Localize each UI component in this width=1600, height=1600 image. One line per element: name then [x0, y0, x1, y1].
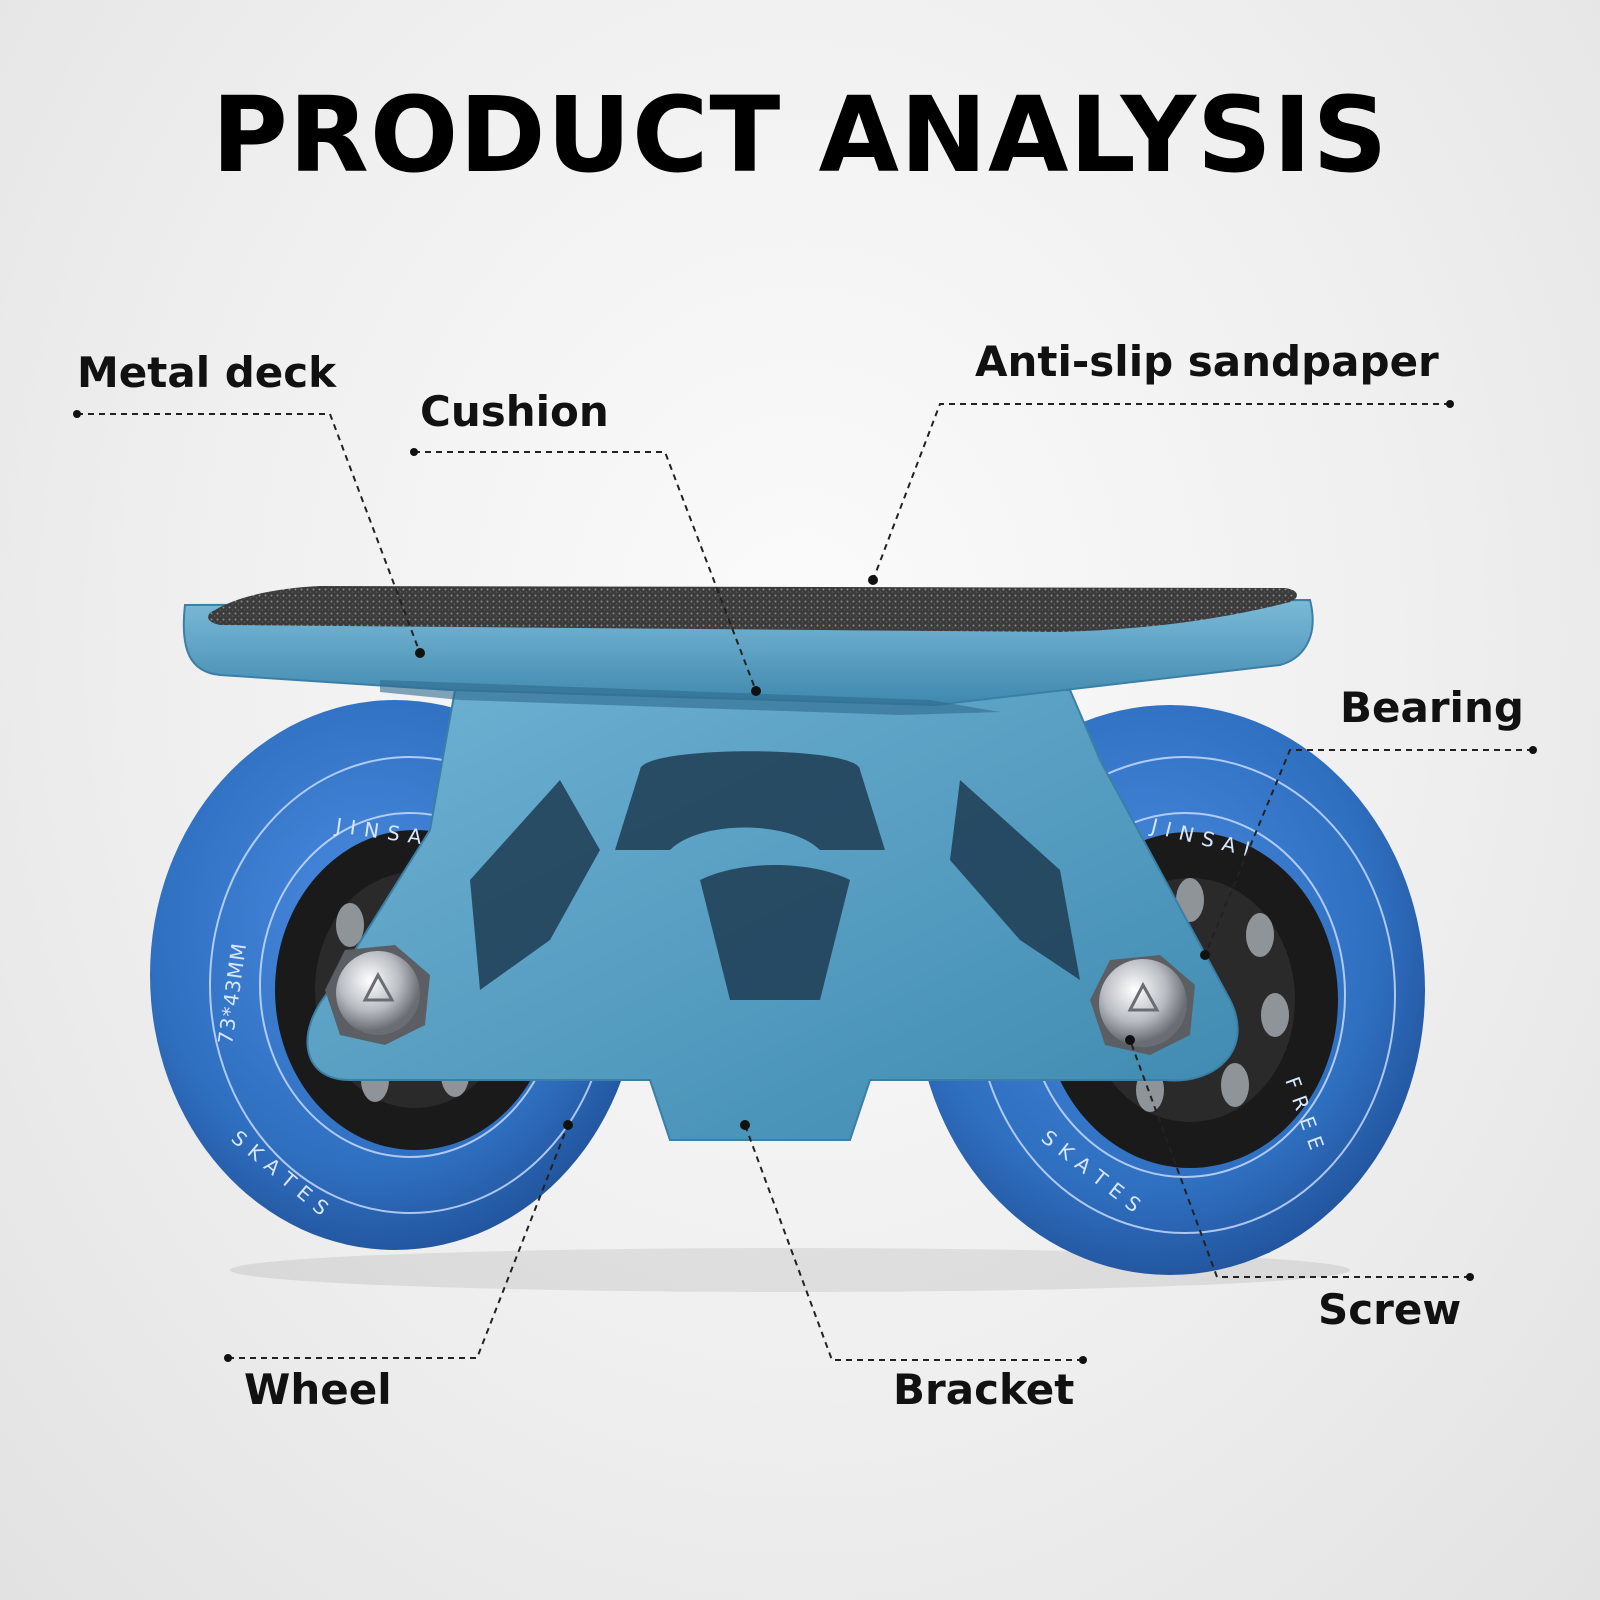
screw-target-dot: [1125, 1035, 1135, 1045]
anti-slip-sandpaper: [208, 586, 1297, 632]
ground-shadow: [230, 1248, 1350, 1292]
wheel-label: Wheel: [244, 1365, 392, 1414]
screw-dot: [1466, 1273, 1474, 1281]
bracket-dot: [1079, 1356, 1087, 1364]
bearing-leader: [1204, 749, 1533, 956]
cushion-leader: [414, 451, 757, 692]
cushion-dot: [410, 448, 418, 456]
metal-deck-target-dot: [415, 648, 425, 658]
wheel-target-dot: [563, 1120, 573, 1130]
bracket: [306, 689, 1239, 1141]
screw-leader: [1129, 1039, 1470, 1278]
screw-label: Screw: [1318, 1285, 1462, 1334]
page-title: PRODUCT ANALYSIS: [211, 74, 1389, 196]
bearing-dot: [1529, 746, 1537, 754]
bracket-target-dot: [740, 1120, 750, 1130]
left-screw: [325, 945, 430, 1045]
wheel-leader: [228, 1124, 569, 1359]
callout-lines: [77, 403, 1533, 1361]
bracket-label: Bracket: [893, 1365, 1075, 1414]
anti-slip-leader: [872, 403, 1450, 581]
right-screw: [1090, 955, 1195, 1055]
bracket-leader: [744, 1124, 1083, 1361]
cushion-target-dot: [751, 686, 761, 696]
wheel-dot: [224, 1354, 232, 1362]
metal-deck-dot: [73, 410, 81, 418]
callout-dots: [73, 400, 1537, 1364]
cushion-label: Cushion: [420, 387, 609, 436]
anti-slip-sandpaper-label: Anti-slip sandpaper: [975, 337, 1439, 386]
bearing-target-dot: [1200, 950, 1210, 960]
metal-deck-leader: [77, 413, 421, 654]
anti-slip-dot: [1446, 400, 1454, 408]
anti-slip-target-dot: [868, 575, 878, 585]
bearing-label: Bearing: [1340, 683, 1524, 732]
metal-deck-label: Metal deck: [77, 348, 337, 397]
